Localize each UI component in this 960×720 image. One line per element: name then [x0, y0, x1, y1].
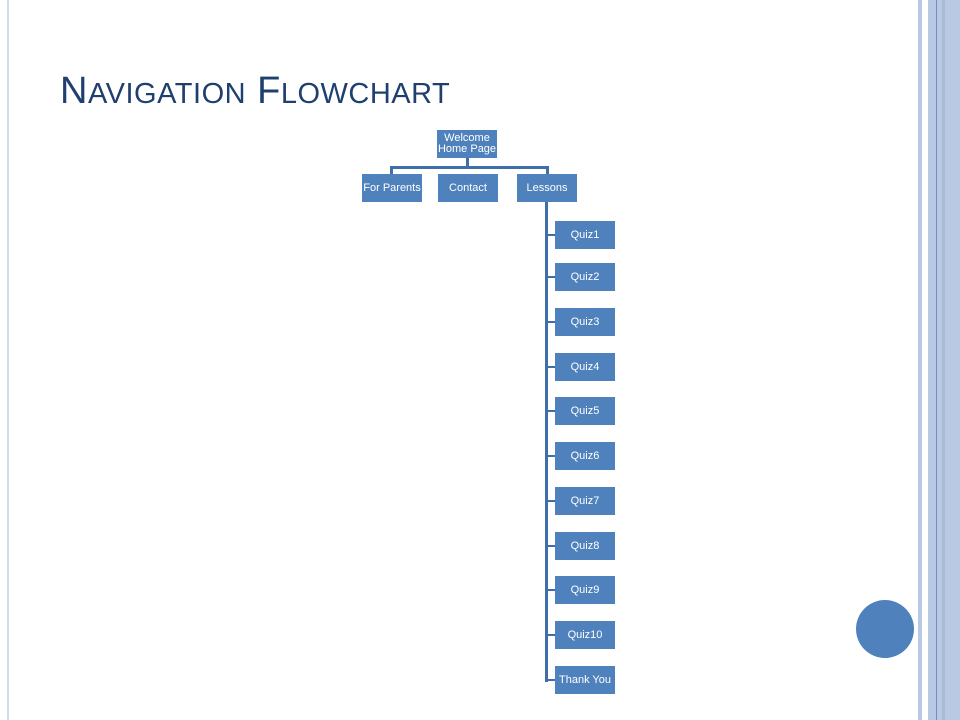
connector: [545, 634, 555, 636]
connector: [545, 589, 555, 591]
node-welcome: Welcome Home Page: [437, 130, 497, 158]
node-contact: Contact: [438, 174, 498, 202]
left-border: [7, 0, 9, 720]
connector: [466, 158, 469, 168]
connector: [545, 321, 555, 323]
right-border-band: [918, 0, 922, 720]
node-for-parents: For Parents: [362, 174, 422, 202]
connector: [545, 455, 555, 457]
connector: [545, 234, 555, 236]
node-lesson-child: Quiz2: [555, 263, 615, 291]
node-lesson-child: Quiz8: [555, 532, 615, 560]
connector: [545, 679, 555, 681]
connector: [545, 366, 555, 368]
decorative-circle: [856, 600, 914, 658]
node-lesson-child: Quiz7: [555, 487, 615, 515]
connector: [546, 166, 549, 174]
node-lesson-child: Quiz5: [555, 397, 615, 425]
node-lesson-child: Quiz9: [555, 576, 615, 604]
node-lesson-child: Quiz4: [555, 353, 615, 381]
node-lesson-child: Quiz3: [555, 308, 615, 336]
page-title: NAVIGATION FLOWCHART: [60, 70, 451, 112]
node-lesson-child: Quiz6: [555, 442, 615, 470]
node-lesson-child: Quiz1: [555, 221, 615, 249]
node-lessons: Lessons: [517, 174, 577, 202]
right-border-shade: [942, 0, 945, 720]
connector: [545, 202, 548, 682]
connector: [545, 276, 555, 278]
node-lesson-child: Quiz10: [555, 621, 615, 649]
connector: [390, 166, 548, 169]
connector: [390, 166, 393, 174]
right-border-line: [936, 0, 937, 720]
node-lesson-child: Thank You: [555, 666, 615, 694]
connector: [545, 545, 555, 547]
connector: [545, 500, 555, 502]
connector: [545, 410, 555, 412]
